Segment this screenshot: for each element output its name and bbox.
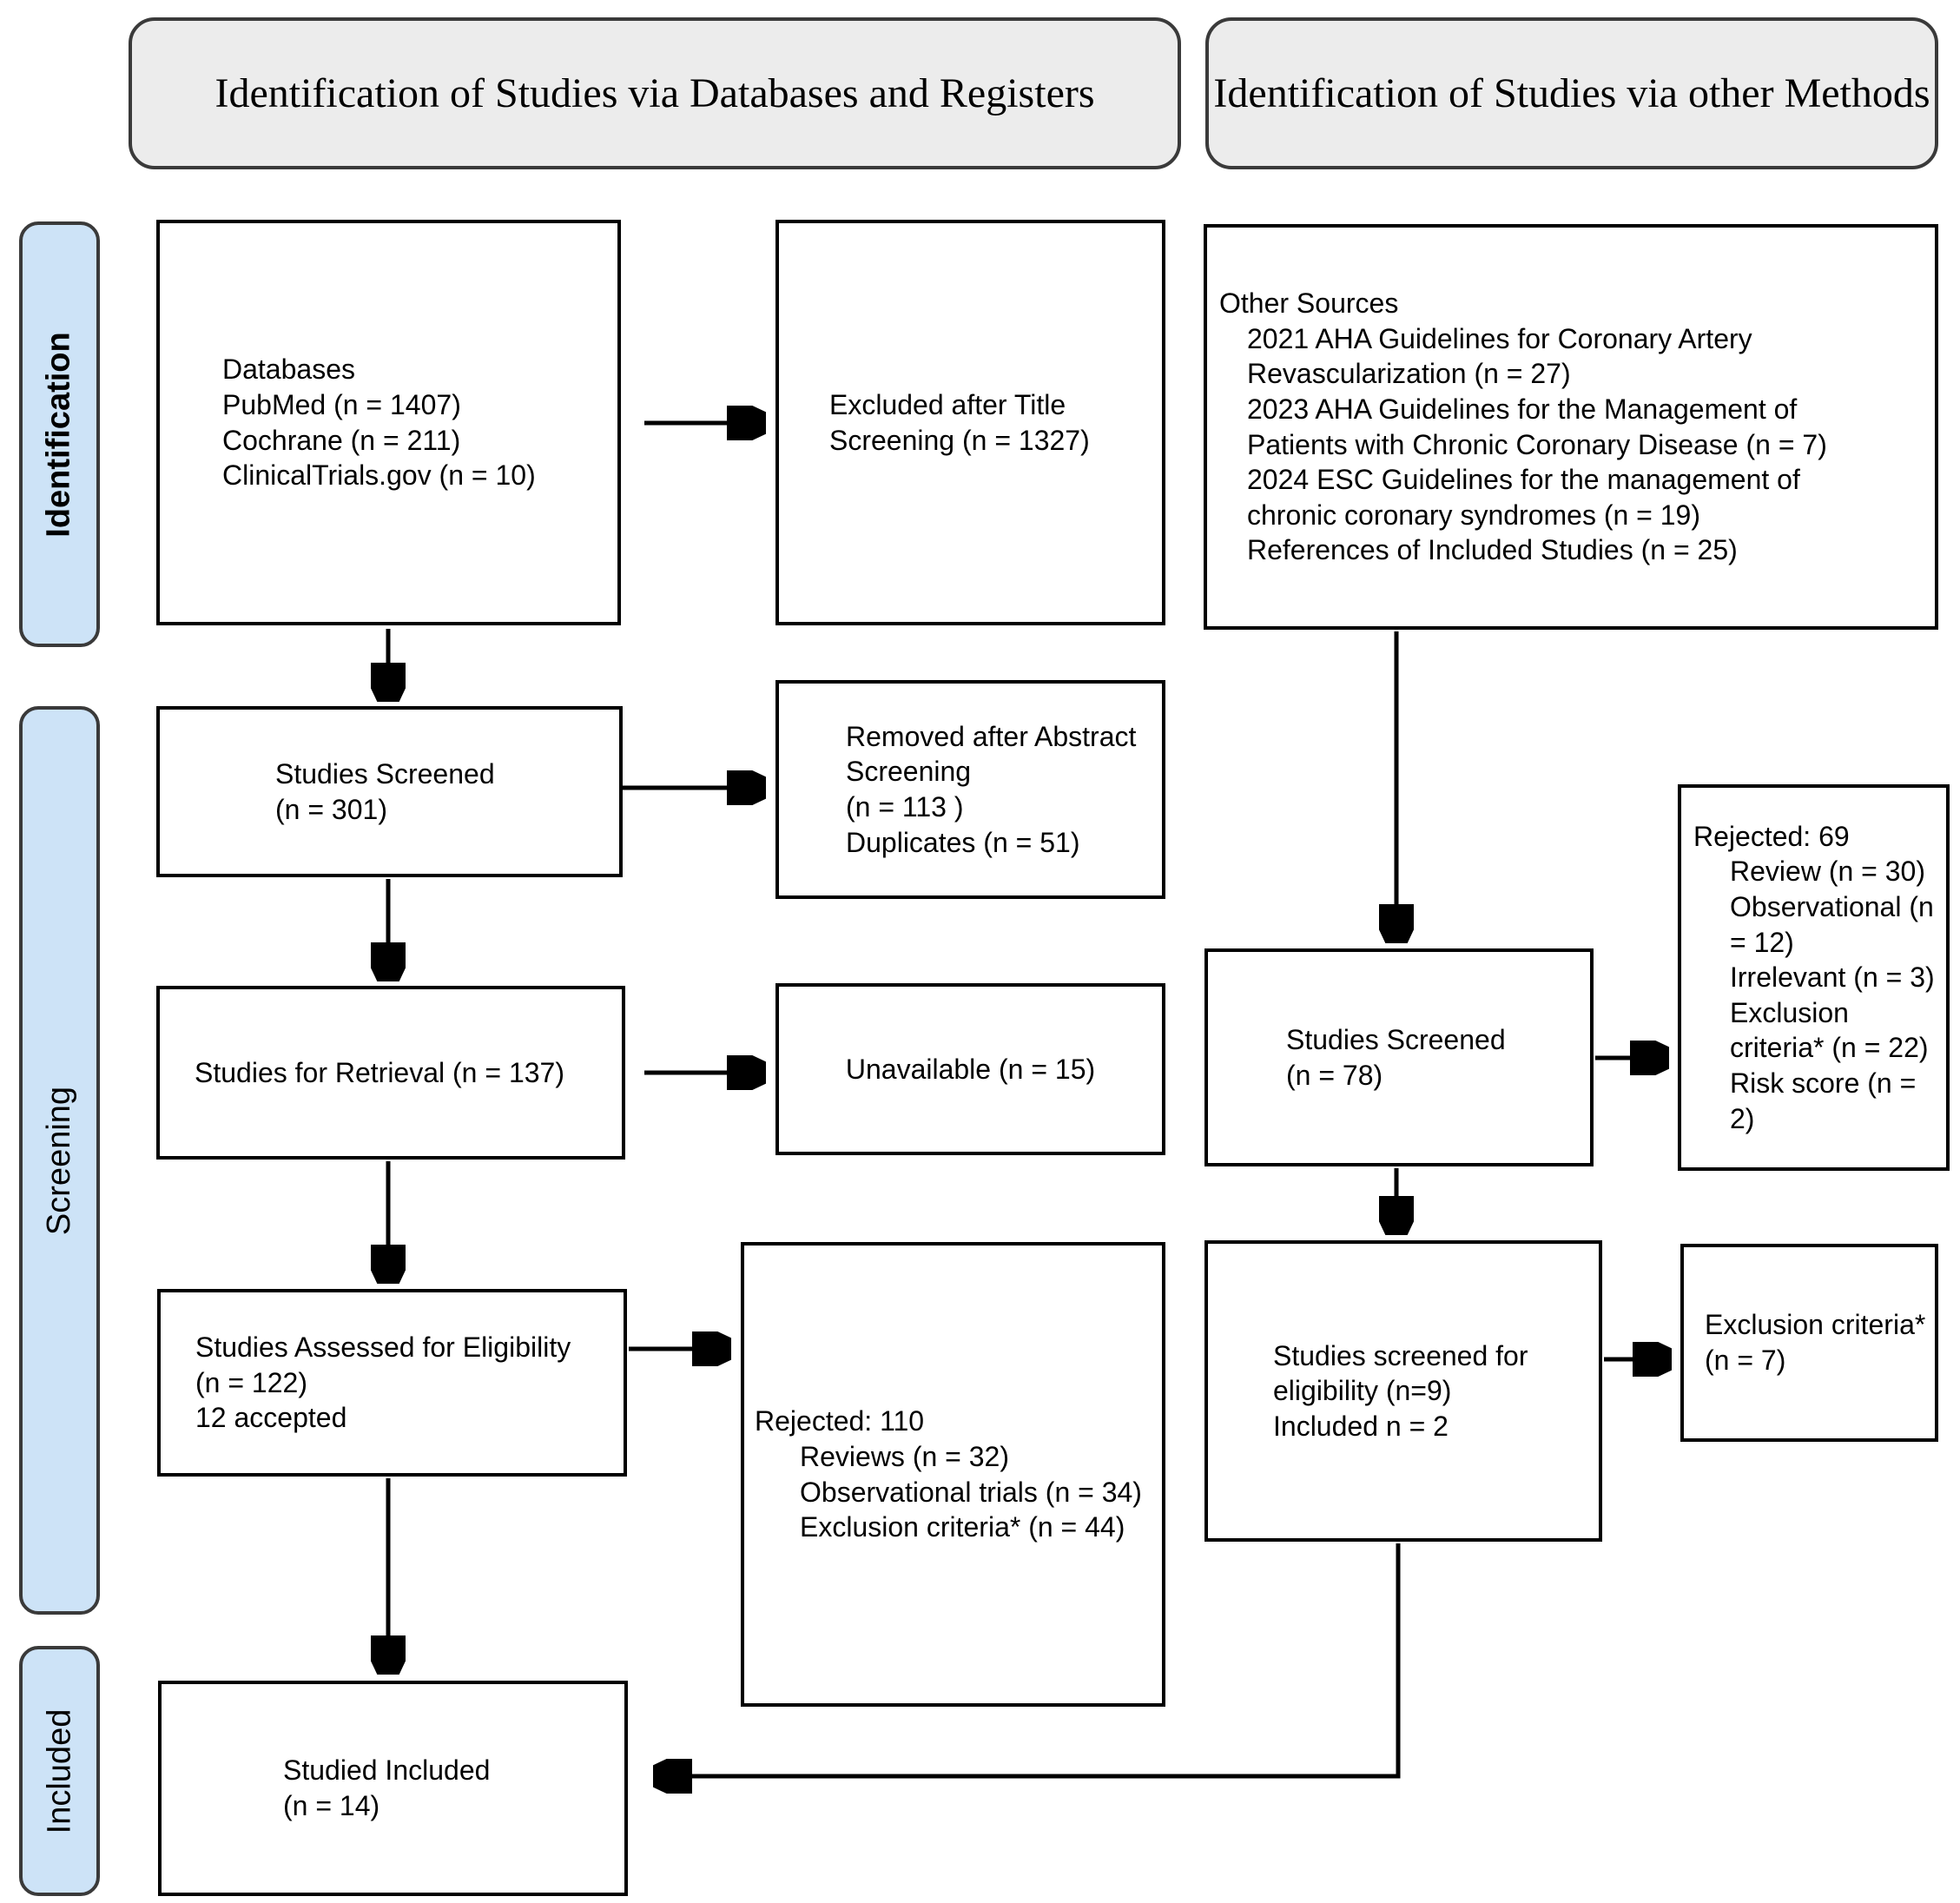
other-source-item: 2021 AHA Guidelines for Coronary Artery … <box>1247 322 1752 390</box>
rejected-110-item: Exclusion criteria* (n = 44) <box>800 1511 1125 1543</box>
rejected-69-title: Rejected: 69 <box>1693 820 1850 852</box>
databases-box: Databases PubMed (n = 1407) Cochrane (n … <box>156 220 621 625</box>
studies-assessed-eligibility-box: Studies Assessed for Eligibility (n = 12… <box>157 1289 627 1477</box>
rejected-69-item: Irrelevant (n = 3) <box>1730 961 1935 994</box>
band-included-label: Included <box>41 1708 78 1834</box>
rejected-110-box: Rejected: 110 Reviews (n = 32) Observati… <box>741 1242 1165 1707</box>
unavailable-box: Unavailable (n = 15) <box>775 983 1165 1155</box>
band-screening: Screening <box>19 706 100 1615</box>
band-identification: Identification <box>19 221 100 647</box>
band-identification-label: Identification <box>41 331 78 538</box>
rejected-110-item: Observational trials (n = 34) <box>800 1476 1142 1508</box>
header-other-methods: Identification of Studies via other Meth… <box>1205 17 1938 169</box>
studies-screened-eligibility-box: Studies screened for eligibility (n=9) I… <box>1204 1240 1602 1542</box>
studied-included-box: Studied Included (n = 14) <box>158 1681 628 1896</box>
rejected-110-title: Rejected: 110 <box>755 1405 925 1437</box>
rejected-69-item: Review (n = 30) <box>1730 856 1925 888</box>
exclusion-criteria-box: Exclusion criteria* (n = 7) <box>1680 1244 1938 1442</box>
excluded-title-screening-box: Excluded after Title Screening (n = 1327… <box>775 220 1165 625</box>
band-screening-label: Screening <box>41 1086 77 1235</box>
band-included: Included <box>19 1646 100 1896</box>
other-source-item: 2024 ESC Guidelines for the management o… <box>1247 464 1800 531</box>
studies-screened-other-box: Studies Screened (n = 78) <box>1204 948 1594 1166</box>
other-source-item: 2023 AHA Guidelines for the Management o… <box>1247 393 1827 460</box>
header-databases-registers: Identification of Studies via Databases … <box>129 17 1181 169</box>
rejected-69-item: Observational (n = 12) <box>1730 890 1934 958</box>
other-source-item: References of Included Studies (n = 25) <box>1247 534 1738 566</box>
studies-screened-databases-box: Studies Screened (n = 301) <box>156 706 623 877</box>
rejected-69-item: Risk score (n = 2) <box>1730 1067 1917 1134</box>
rejected-69-box: Rejected: 69 Review (n = 30) Observation… <box>1678 784 1950 1171</box>
other-sources-title: Other Sources <box>1219 287 1399 319</box>
removed-abstract-screening-box: Removed after Abstract Screening (n = 11… <box>775 680 1165 899</box>
other-sources-box: Other Sources 2021 AHA Guidelines for Co… <box>1204 224 1938 630</box>
rejected-69-item: Exclusion criteria* (n = 22) <box>1730 996 1929 1064</box>
studies-for-retrieval-box: Studies for Retrieval (n = 137) <box>156 986 625 1160</box>
rejected-110-item: Reviews (n = 32) <box>800 1440 1009 1472</box>
